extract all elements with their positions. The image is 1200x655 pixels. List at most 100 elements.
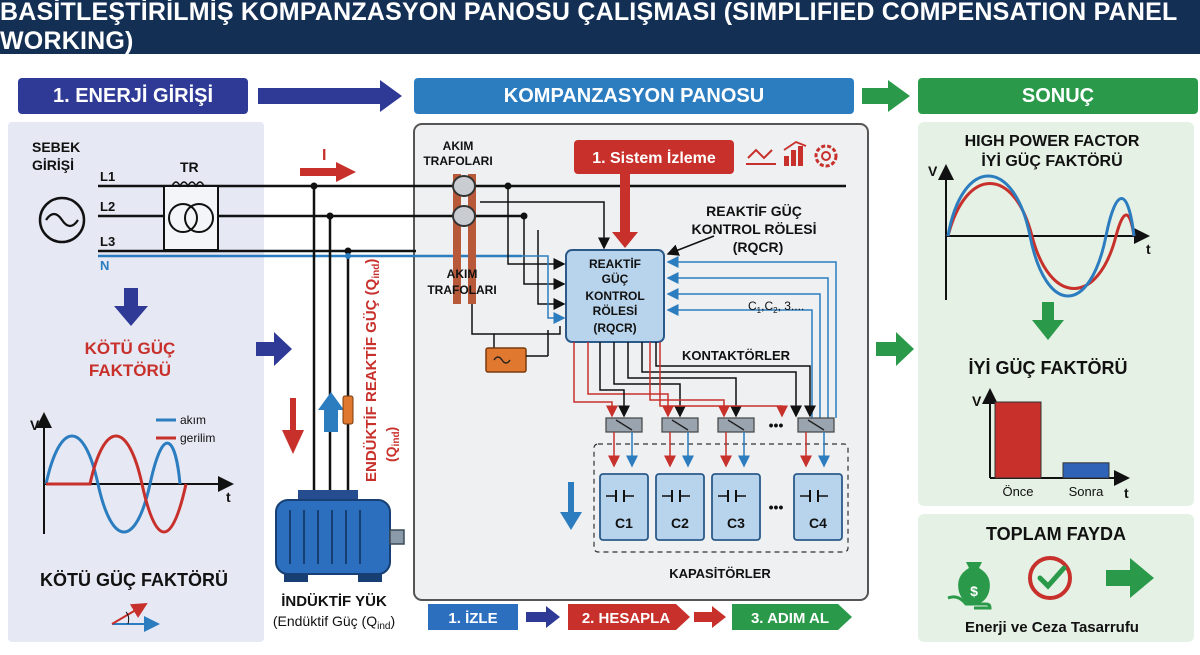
legend-voltage: gerilim	[180, 431, 215, 445]
left-voltage-wave	[46, 434, 188, 534]
ct-top-label-1: AKIM	[443, 139, 474, 153]
relay-box-line-1: REAKTİF	[589, 256, 641, 271]
bar-label-before: Önce	[1002, 484, 1033, 499]
benefit-arrow-icon	[1106, 558, 1154, 598]
load-subtitle: (Endüktif Güç (Qind)	[273, 613, 395, 632]
load-title: İNDÜKTİF YÜK	[281, 593, 387, 610]
money-bag-icon: $	[947, 562, 992, 610]
capacitor-note: C1,C2, 3....	[748, 299, 804, 315]
monitoring-label: 1. Sistem İzleme	[592, 149, 716, 167]
relay-box-line-5: (RQCR)	[593, 321, 636, 335]
bad-pf-label-2: FAKTÖRÜ	[89, 361, 171, 380]
capacitor-group	[593, 443, 849, 553]
bad-pf-bottom-label: KÖTÜ GÜÇ FAKTÖRÜ	[40, 570, 228, 590]
relay-label-1: REAKTİF GÜÇ	[706, 203, 802, 219]
result-panel-top	[918, 122, 1194, 506]
ct-bar-left	[453, 174, 461, 304]
step-2-shape	[568, 604, 690, 630]
relay-box-line-4: RÖLESİ	[593, 303, 638, 318]
high-pf-label-2: İYİ GÜÇ FAKTÖRÜ	[981, 151, 1122, 170]
contactor-dots: •••	[769, 417, 784, 433]
capacitor-c3	[711, 473, 761, 541]
ac-source-icon	[38, 196, 86, 244]
bad-pf-label-1: KÖTÜ GÜÇ	[85, 339, 176, 358]
ct-bottom-label-2: TRAFOLARI	[427, 283, 496, 297]
relay-label-2: KONTROL RÖLESİ	[692, 221, 817, 237]
savings-label: Enerji ve Ceza Tasarrufu	[965, 619, 1139, 636]
step-arrow-1	[526, 606, 560, 628]
step-2-label: 2. HESAPLA	[582, 610, 671, 627]
capacitor-c2-label: C2	[671, 515, 689, 531]
relay-box	[565, 249, 665, 343]
ct-meter-icon	[485, 347, 527, 373]
ct-top-label-2: TRAFOLARI	[423, 154, 492, 168]
step-3-shape	[732, 604, 852, 630]
transformer-icon	[163, 185, 219, 251]
page-title: BASİTLEŞTİRİLMİŞ KOMPANZASYON PANOSU ÇAL…	[0, 0, 1200, 55]
line-label-l3: L3	[100, 234, 115, 249]
contactor-2	[661, 417, 699, 433]
capacitors-label: KAPASİTÖRLER	[669, 566, 771, 581]
capacitor-c1	[599, 473, 649, 541]
right-voltage-wave	[946, 182, 1136, 290]
bar-after	[1062, 462, 1110, 479]
section-compensation-panel: KOMPANZASYON PANOSU	[414, 78, 854, 114]
bar-label-after: Sonra	[1069, 484, 1104, 499]
svg-text:$: $	[970, 583, 978, 599]
step-arrow-2	[694, 606, 726, 628]
contactor-1	[605, 417, 643, 433]
contactor-4	[797, 417, 835, 433]
energy-arrow-right	[256, 332, 292, 366]
total-benefit-label: TOPLAM FAYDA	[986, 524, 1126, 544]
ct-coil-l1	[452, 175, 476, 197]
monitoring-down-arrow	[612, 174, 638, 248]
bar-axis-t: t	[1124, 485, 1129, 501]
capacitor-c4-label: C4	[809, 515, 827, 531]
inductive-reactive-label: ENDÜKTİF REAKTİF GÜÇ (Qind)	[363, 259, 382, 482]
bar-axis-v: V	[972, 393, 982, 409]
source-label-1: SEBEK	[32, 139, 80, 155]
good-pf-down-arrow	[1032, 302, 1064, 340]
compensation-down-arrow	[560, 482, 582, 530]
current-down-arrow	[282, 398, 304, 454]
capacitor-c1-label: C1	[615, 515, 633, 531]
section-energy-input: 1. ENERJİ GİRİŞİ	[18, 78, 248, 114]
ct-bar-right	[468, 174, 476, 304]
left-panel	[8, 122, 264, 642]
before-after-bars: Önce Sonra	[994, 401, 1110, 499]
chart-icon	[783, 140, 807, 166]
relay-box-line-3: KONTROL	[585, 289, 644, 303]
ct-coil-l2	[452, 205, 476, 227]
current-symbol: I	[322, 147, 326, 164]
legend-current: akım	[180, 413, 206, 427]
contactors-label: KONTAKTÖRLER	[682, 348, 791, 363]
line-label-l1: L1	[100, 169, 115, 184]
right-current-wave	[946, 174, 1136, 298]
good-pf-label: İYİ GÜÇ FAKTÖRÜ	[968, 358, 1127, 378]
transformer-label: TR	[180, 159, 199, 175]
header-arrow-1	[258, 80, 402, 112]
high-pf-label-1: HIGH POWER FACTOR	[965, 133, 1140, 150]
monitoring-box	[574, 140, 734, 174]
left-axis-t: t	[226, 489, 231, 505]
step-1-label: 1. İZLE	[448, 610, 497, 627]
relay-box-line-2: GÜÇ	[602, 271, 629, 286]
header-arrow-2	[862, 80, 910, 112]
capacitor-c2	[655, 473, 705, 541]
motor-icon	[275, 490, 405, 582]
contactor-3	[717, 417, 755, 433]
step-1-shape	[428, 604, 518, 630]
reactive-power-up-arrow	[318, 392, 344, 432]
relay-label-3: (RQCR)	[733, 239, 784, 255]
line-label-l2: L2	[100, 199, 115, 214]
left-current-wave	[44, 434, 182, 534]
step-3-label: 3. ADIM AL	[751, 610, 829, 627]
line-label-n: N	[100, 258, 109, 273]
check-icon	[1028, 556, 1072, 600]
signal-icon	[746, 148, 776, 165]
bad-pf-down-arrow	[114, 288, 148, 326]
source-label-2: GİRİŞİ	[32, 157, 74, 173]
capacitor-c3-label: C3	[727, 515, 745, 531]
right-axis-v: V	[928, 163, 938, 179]
